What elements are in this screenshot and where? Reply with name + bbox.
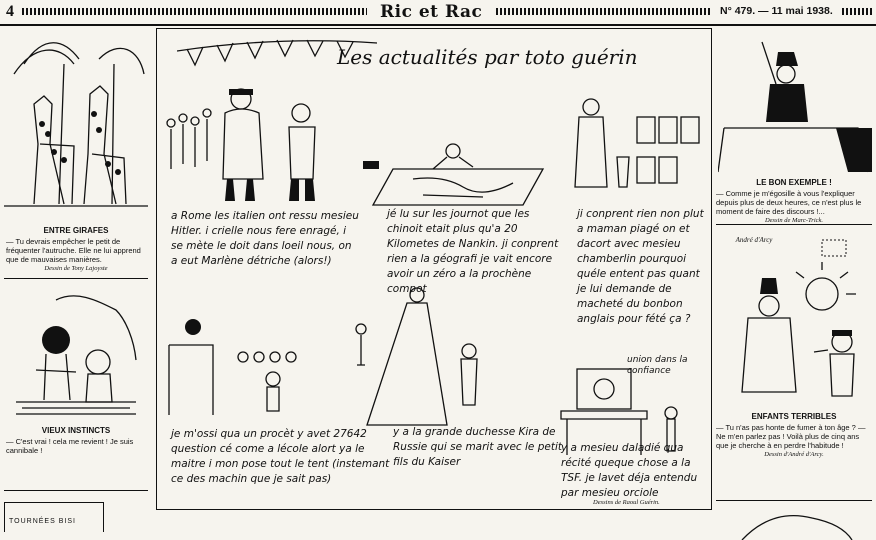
proces-panel-drawing [168, 319, 297, 415]
caption-enfants-terribles: ENFANTS TERRIBLES — Tu n'as pas honte de… [716, 412, 872, 459]
divider [4, 278, 148, 279]
caption-text: — Comme je m'égosille à vous l'expliquer… [716, 189, 862, 216]
rome-panel-drawing [166, 88, 316, 201]
caption-entre-girafes: ENTRE GIRAFES — Tu devrais empêcher le p… [6, 226, 146, 273]
panel-rome-text: a Rome les italien ont ressu mesieu Hitl… [171, 210, 359, 267]
divider [716, 500, 872, 501]
panel-tsf-text: y a mesieu daladié qua récité queque cho… [561, 442, 698, 499]
maman-panel-drawing [574, 98, 700, 188]
masthead-hatch-right [496, 8, 712, 15]
speaker-drawing [718, 41, 872, 173]
page-number: 4 [6, 3, 14, 20]
panel-duchesse-text: y a la grande duchesse Kira de Russie qu… [393, 426, 563, 468]
panel-maman-text: ji conprent rien non plut a maman piagé … [577, 208, 704, 325]
caption-text: — Tu devrais empêcher le petit de fréque… [6, 237, 141, 264]
caption-heading: VIEUX INSTINCTS [41, 426, 111, 435]
issue-line: N° 479. — 11 mai 1938. [720, 5, 833, 17]
cannibals-drawing [16, 295, 137, 415]
bunting-drawing [177, 39, 377, 67]
comic-title: Les actualités par toto guérin [337, 45, 638, 69]
masthead-hatch-end [842, 8, 872, 15]
caption-bon-exemple: LE BON EXEMPLE ! — Comme je m'égosille à… [716, 178, 872, 225]
masthead-rule [0, 24, 876, 26]
caption-credit: Dessin de Marc-Trick. [764, 217, 824, 224]
tsf-banner-text: union dans la confiance [627, 355, 688, 376]
caption-text: — C'est vrai ! cela me revient ! Je suis… [6, 437, 134, 455]
right-column: LE BON EXEMPLE ! — Comme je m'égosille à… [712, 28, 876, 540]
tsf-panel-drawing [560, 368, 678, 455]
caption-credit: Dessin de Tony Lajoyste [44, 265, 108, 272]
left-column: ENTRE GIRAFES — Tu devrais empêcher le p… [0, 28, 152, 532]
comic-credit: Dessins de Raoul Guérin. [593, 499, 660, 506]
divider [716, 224, 872, 225]
footer-box: TOURNÉES BISI [4, 502, 104, 532]
caption-heading: LE BON EXEMPLE ! [756, 178, 832, 187]
caption-heading: ENTRE GIRAFES [43, 226, 109, 235]
center-comic-frame: Les actualités par toto guérin [156, 28, 712, 510]
footer-snippet: TOURNÉES BISI [9, 518, 76, 525]
duchesse-panel-drawing [355, 287, 478, 426]
next-cartoon-fragment [741, 515, 853, 540]
giraffes-drawing [4, 42, 148, 207]
caption-vieux-instincts: VIEUX INSTINCTS — C'est vrai ! cela me r… [6, 426, 146, 455]
masthead-hatch-left [22, 8, 367, 15]
children-smoking-drawing [741, 239, 856, 397]
panel-nankin-text: jé lu sur les journot que les chinoit et… [387, 208, 559, 295]
divider [4, 490, 148, 491]
caption-heading: ENFANTS TERRIBLES [751, 412, 837, 421]
panel-proces-text: je m'ossi qua un procèt y avet 27642 que… [171, 428, 390, 485]
nankin-panel-drawing [363, 143, 545, 206]
caption-text: — Tu n'as pas honte de fumer à ton âge ?… [716, 423, 866, 450]
caption-credit: Dessin d'André d'Arcy. [764, 451, 824, 458]
masthead: 4 Ric et Rac N° 479. — 11 mai 1938. [0, 0, 876, 26]
cartoon-signature: André d'Arcy [735, 236, 773, 244]
newspaper-title: Ric et Rac [380, 2, 483, 22]
